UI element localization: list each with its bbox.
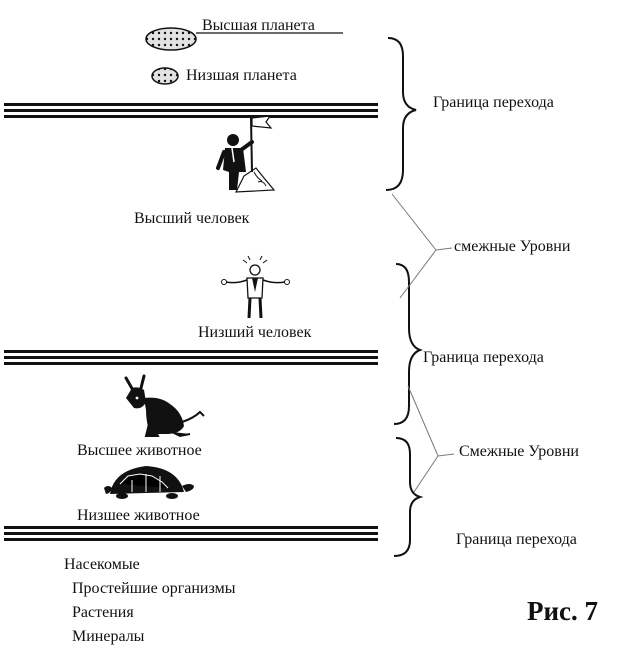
lower-form-item: Простейшие организмы xyxy=(72,580,236,597)
higher-planet-icon xyxy=(145,27,343,51)
label-boundary-3: Граница перехода xyxy=(456,531,577,548)
shrugging-man-icon xyxy=(221,255,290,319)
lower-planet-icon xyxy=(151,67,179,85)
lower-form-item: Минералы xyxy=(72,628,145,645)
lower-form-item: Растения xyxy=(72,604,134,621)
turtle-icon xyxy=(104,466,194,499)
label-boundary-2: Граница перехода xyxy=(423,349,544,366)
label-adjacent-2: Смежные Уровни xyxy=(459,443,579,460)
label-higher-human: Высший человек xyxy=(134,210,250,227)
label-lower-animal: Низшее животное xyxy=(77,507,200,524)
donkey-icon xyxy=(124,374,205,438)
brace-3 xyxy=(393,437,424,557)
brace-1 xyxy=(385,37,417,191)
lower-form-item: Насекомые xyxy=(64,556,140,573)
label-boundary-1: Граница перехода xyxy=(433,94,554,111)
label-adjacent-1: смежные Уровни xyxy=(454,238,571,255)
label-higher-planet: Высшая планета xyxy=(202,17,315,34)
brace-2 xyxy=(393,263,423,425)
label-higher-animal: Высшее животное xyxy=(77,442,202,459)
figure-caption: Рис. 7 xyxy=(527,596,599,626)
connector-lines xyxy=(391,193,455,493)
label-lower-human: Низший человек xyxy=(198,324,312,341)
label-lower-planet: Низшая планета xyxy=(186,67,297,84)
man-with-flag-icon xyxy=(216,115,276,193)
